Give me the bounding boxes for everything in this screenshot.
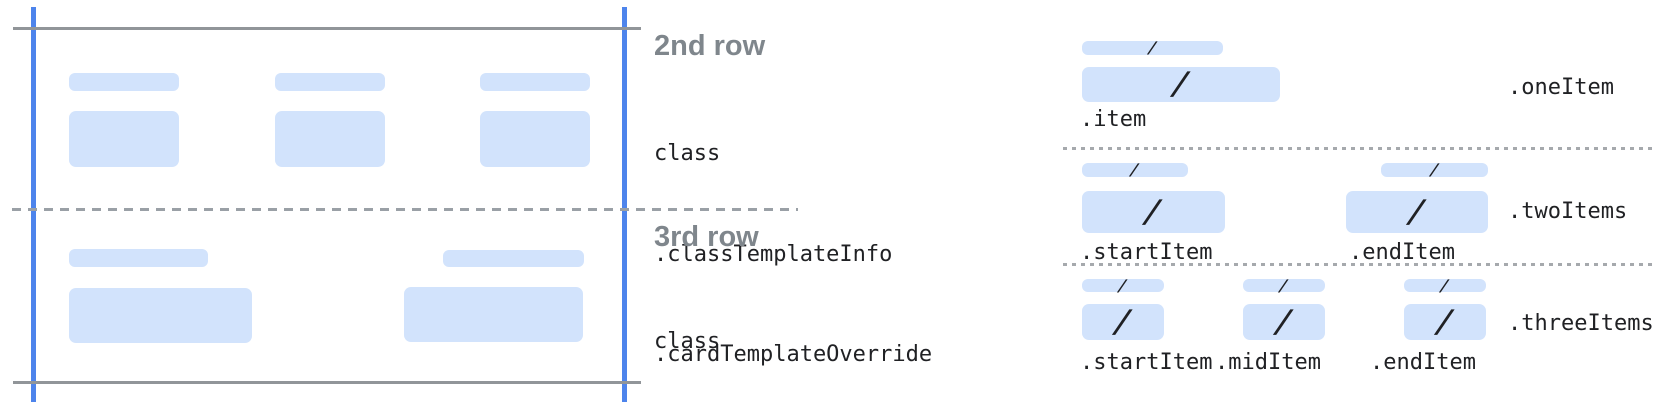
row2-heading: 2nd row: [654, 30, 766, 62]
row2-code-block: class .classTemplateInfo .cardTemplateOv…: [654, 70, 972, 412]
row-layout-label: .threeItems: [1508, 311, 1654, 336]
item-label-bar: /: [1082, 160, 1188, 179]
code-line: .classTemplateInfo: [654, 241, 893, 267]
item-path-label: .midItem: [1215, 350, 1321, 375]
slash-icon: /: [1168, 66, 1194, 102]
slash-icon: /: [1146, 38, 1160, 57]
row-layout-label: .oneItem: [1508, 75, 1614, 100]
field-label-placeholder: [480, 73, 590, 91]
field-label-placeholder: [69, 73, 179, 91]
card-bottom-boundary-line: [13, 381, 641, 384]
slash-icon: /: [1271, 303, 1297, 340]
item-value-bar: /: [1082, 66, 1280, 102]
slash-icon: /: [1128, 160, 1142, 179]
card-right-guide-line: [622, 7, 627, 402]
field-value-placeholder: [69, 111, 179, 167]
field-value-placeholder: [275, 111, 385, 167]
slash-icon: /: [1277, 275, 1291, 295]
row3-heading: 3rd row: [654, 221, 759, 253]
field-value-placeholder: [404, 287, 583, 342]
item-value-bar: /: [1346, 191, 1488, 233]
slash-icon: /: [1116, 275, 1130, 295]
slash-icon: /: [1438, 275, 1452, 295]
code-line: class: [654, 141, 721, 166]
slash-icon: /: [1428, 160, 1442, 179]
item-label-bar: /: [1082, 38, 1223, 57]
layout-separator-dotted-line: [1063, 147, 1655, 150]
item-path-label: .startItem: [1080, 350, 1213, 375]
item-value-bar: /: [1243, 304, 1325, 340]
field-value-placeholder: [480, 111, 590, 167]
item-path-label: .startItem: [1080, 240, 1213, 265]
item-label-bar: /: [1243, 275, 1325, 295]
item-path-label: .item: [1080, 107, 1147, 132]
field-label-placeholder: [443, 250, 584, 267]
slash-icon: /: [1110, 303, 1136, 340]
slash-icon: /: [1404, 193, 1430, 230]
field-value-placeholder: [69, 288, 252, 343]
code-line: class: [654, 329, 721, 354]
layout-separator-dotted-line: [1063, 263, 1655, 266]
slash-icon: /: [1141, 193, 1167, 230]
row3-code-block: class .classTemplateInfo .cardTemplateOv…: [654, 258, 972, 412]
row-divider-dashed-line: [12, 208, 798, 211]
item-label-bar: /: [1082, 275, 1164, 295]
item-value-bar: /: [1082, 191, 1225, 233]
card-left-guide-line: [31, 7, 36, 402]
item-path-label: .endItem: [1349, 240, 1455, 265]
field-label-placeholder: [69, 249, 208, 267]
field-label-placeholder: [275, 73, 385, 91]
item-label-bar: /: [1381, 160, 1488, 179]
row-layout-label: .twoItems: [1508, 199, 1628, 224]
item-value-bar: /: [1082, 304, 1164, 340]
slash-icon: /: [1432, 303, 1458, 340]
code-line: .cardTemplateOverride: [654, 342, 933, 367]
item-path-label: .endItem: [1370, 350, 1476, 375]
card-top-boundary-line: [13, 27, 641, 30]
item-value-bar: /: [1404, 304, 1486, 340]
item-label-bar: /: [1404, 275, 1486, 295]
